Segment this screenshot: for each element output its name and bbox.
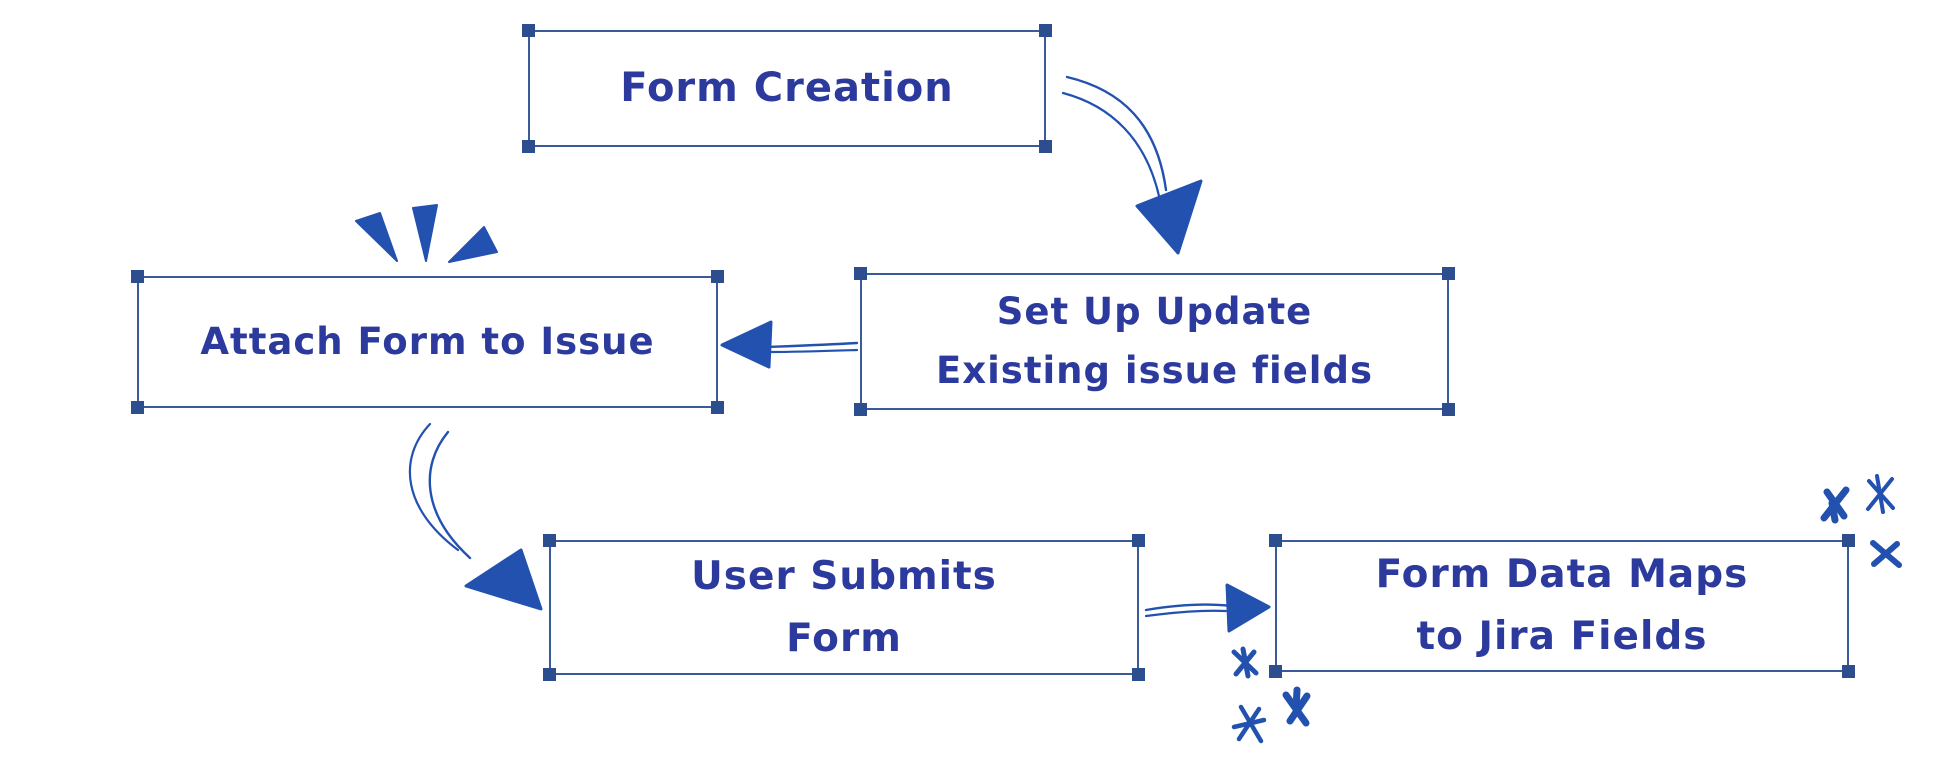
node-label-line: Form Data Maps (1375, 552, 1749, 598)
star-icon (1231, 704, 1267, 744)
selection-handle-nw[interactable] (1269, 534, 1282, 547)
node-form-data-maps[interactable]: Form Data Maps to Jira Fields (1269, 534, 1855, 678)
emphasis-marks[interactable] (355, 204, 498, 263)
arrowhead-icon (1225, 583, 1271, 633)
arrow-shaft (768, 348, 859, 354)
selection-handle-sw[interactable] (854, 403, 867, 416)
arrow-shaft (1061, 91, 1161, 198)
node-label-line: Attach Form to Issue (200, 319, 655, 363)
star-icon (1282, 686, 1311, 727)
arrowhead-icon (720, 320, 773, 369)
node-label-line: User Submits (691, 553, 997, 599)
star-icon (1870, 540, 1902, 568)
node-label-line: Form Creation (620, 64, 954, 111)
node-label-line: Existing issue fields (935, 348, 1374, 392)
star-icon (1820, 486, 1850, 524)
arrow-shaft (764, 341, 859, 349)
selection-handle-ne[interactable] (711, 270, 724, 283)
node-label-line: to Jira Fields (1416, 614, 1708, 659)
star-icon (1231, 646, 1259, 679)
selection-handle-ne[interactable] (1132, 534, 1145, 547)
selection-handle-sw[interactable] (543, 668, 556, 681)
selection-handle-sw[interactable] (131, 401, 144, 414)
arrow-attach-to-user-submits[interactable] (408, 422, 543, 611)
selection-handle-se[interactable] (1842, 665, 1855, 678)
emphasis-triangle-icon (355, 212, 398, 262)
node-setup-update-fields[interactable]: Set Up Update Existing issue fields (854, 267, 1455, 416)
node-user-submits-form[interactable]: User Submits Form (543, 534, 1145, 681)
arrow-shaft (428, 430, 472, 560)
selection-handle-se[interactable] (1442, 403, 1455, 416)
selection-handle-se[interactable] (1132, 668, 1145, 681)
selection-handle-se[interactable] (1039, 140, 1052, 153)
arrow-shaft (1144, 609, 1228, 618)
selection-handle-nw[interactable] (131, 270, 144, 283)
node-attach-form-to-issue[interactable]: Attach Form to Issue (131, 270, 724, 414)
arrow-setup-to-attach[interactable] (720, 320, 859, 369)
selection-handle-ne[interactable] (1039, 24, 1052, 37)
selection-handle-nw[interactable] (522, 24, 535, 37)
emphasis-triangle-icon (412, 204, 438, 262)
emphasis-triangle-icon (448, 226, 498, 263)
selection-handle-nw[interactable] (854, 267, 867, 280)
selection-handle-se[interactable] (711, 401, 724, 414)
node-form-creation[interactable]: Form Creation (522, 24, 1052, 153)
selection-handle-sw[interactable] (522, 140, 535, 153)
star-icon (1866, 474, 1895, 514)
arrow-shaft (408, 422, 460, 552)
arrow-shaft (1065, 75, 1168, 192)
arrowhead-icon (1135, 179, 1203, 255)
node-label-line: Set Up Update (996, 290, 1313, 334)
arrow-form-creation-to-setup[interactable] (1061, 75, 1203, 255)
selection-handle-ne[interactable] (1442, 267, 1455, 280)
arrow-user-submits-to-form-data[interactable] (1144, 583, 1271, 633)
selection-handle-ne[interactable] (1842, 534, 1855, 547)
selection-handle-sw[interactable] (1269, 665, 1282, 678)
selection-handle-nw[interactable] (543, 534, 556, 547)
arrow-shaft (1144, 603, 1233, 612)
node-label-line: Form (786, 615, 902, 661)
arrowhead-icon (464, 548, 543, 611)
